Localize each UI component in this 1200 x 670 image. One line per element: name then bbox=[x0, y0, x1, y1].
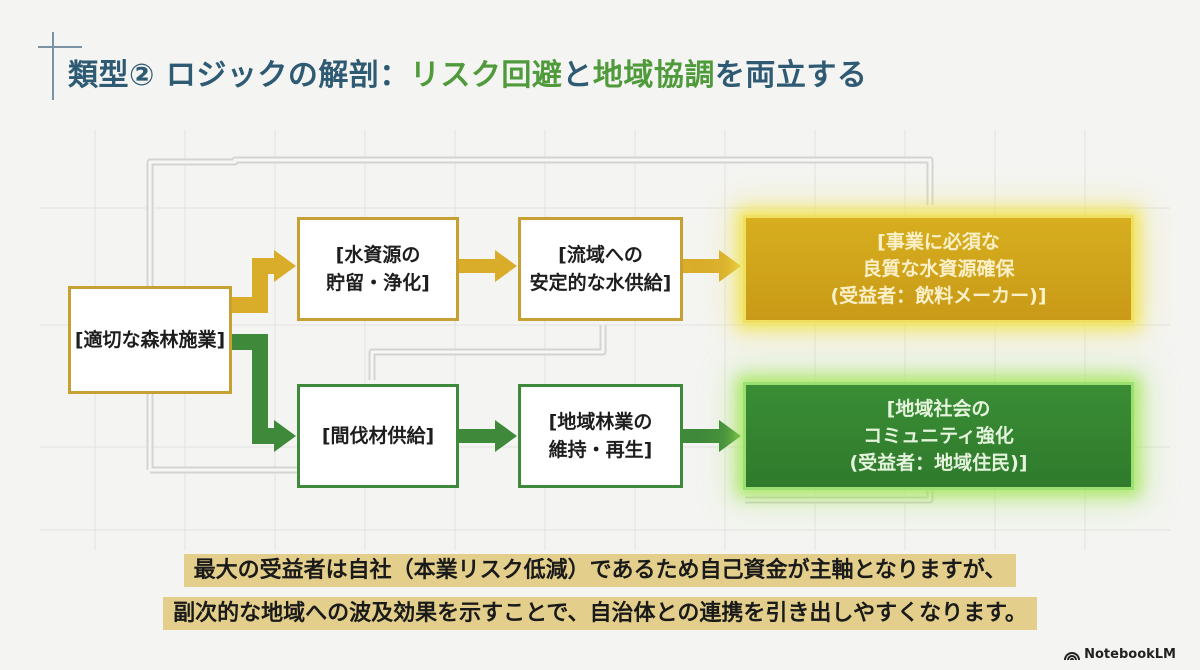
gold-arrow-2-head bbox=[495, 250, 517, 282]
lower-outcome-box: [地域社会の コミュニティ強化 (受益者：地域住民)] bbox=[743, 382, 1134, 490]
gold-arrow-3-shaft bbox=[683, 259, 721, 273]
source-box-forest-management: [適切な森林施業] bbox=[68, 286, 232, 394]
gold-arrow-2-shaft bbox=[459, 259, 497, 273]
lower-step2-box: [地域林業の 維持・再生] bbox=[518, 384, 683, 488]
title-accent-line-vertical bbox=[52, 32, 54, 100]
gold-arrow-3-head bbox=[719, 250, 741, 282]
title-part-1: 類型② ロジックの解剖： bbox=[68, 58, 410, 93]
title-part-5: を両立する bbox=[714, 58, 868, 93]
green-arrow-3-head bbox=[719, 420, 741, 452]
gold-branch-arrow-line bbox=[232, 258, 276, 313]
green-branch-arrow-line bbox=[232, 334, 276, 444]
green-arrow-2-head bbox=[495, 420, 517, 452]
title-part-4: 地域協調 bbox=[592, 58, 715, 93]
title-part-2: リスク回避 bbox=[409, 58, 563, 93]
summary-line-2-text: 副次的な地域への波及効果を示すことで、自治体との連携を引き出しやすくなります。 bbox=[163, 597, 1037, 630]
brand-label: NotebookLM bbox=[1084, 647, 1176, 662]
title-accent-line-horizontal bbox=[38, 46, 82, 48]
notebooklm-logo-icon bbox=[1064, 651, 1081, 660]
gold-branch-arrowhead bbox=[274, 250, 296, 282]
page-title: 類型② ロジックの解剖：リスク回避と地域協調を両立する bbox=[68, 50, 867, 94]
lower-step1-box: [間伐材供給] bbox=[297, 384, 459, 488]
summary-line-2: 副次的な地域への波及効果を示すことで、自治体との連携を引き出しやすくなります。 bbox=[0, 595, 1200, 630]
brand-watermark: NotebookLM bbox=[1064, 647, 1176, 662]
green-branch-arrowhead bbox=[274, 420, 296, 452]
upper-step2-box: [流域への 安定的な水供給] bbox=[518, 217, 683, 321]
title-part-3: と bbox=[562, 58, 593, 93]
upper-step1-box: [水資源の 貯留・浄化] bbox=[297, 217, 459, 321]
green-arrow-3-shaft bbox=[683, 429, 721, 443]
summary-line-1-text: 最大の受益者は自社（本業リスク低減）であるため自己資金が主軸となりますが、 bbox=[183, 554, 1017, 587]
green-arrow-2-shaft bbox=[459, 429, 497, 443]
upper-outcome-box: [事業に必須な 良質な水資源確保 (受益者：飲料メーカー)] bbox=[743, 215, 1134, 323]
summary-line-1: 最大の受益者は自社（本業リスク低減）であるため自己資金が主軸となりますが、 bbox=[0, 552, 1200, 587]
